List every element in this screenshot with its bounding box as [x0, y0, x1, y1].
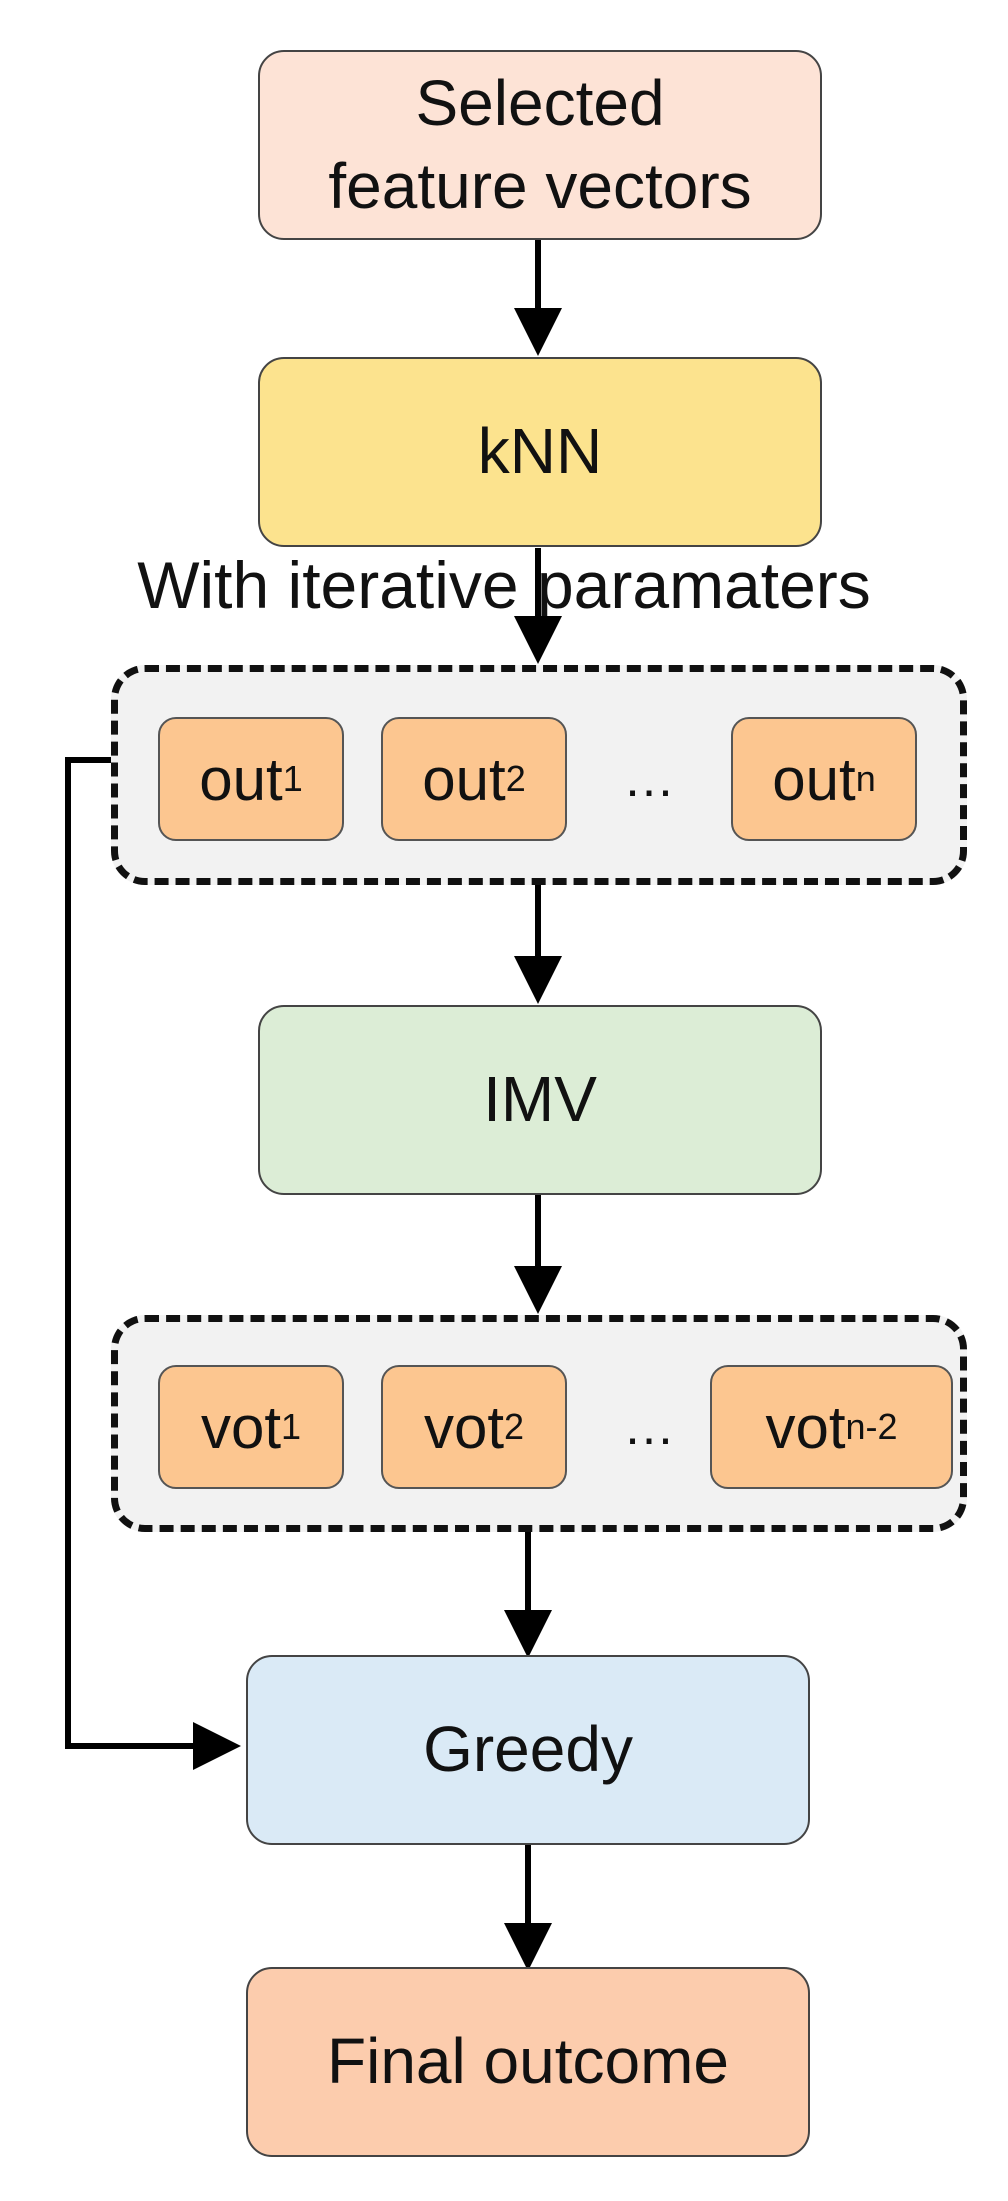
imv-label: IMV — [483, 1063, 597, 1136]
outputs-ellipsis: … — [623, 750, 676, 808]
knn-node: kNN — [258, 357, 822, 547]
votes-ellipsis: … — [623, 1398, 676, 1456]
vote-chip-n-2-base: vot — [765, 1393, 846, 1461]
imv-node: IMV — [258, 1005, 822, 1195]
output-chip-2-base: out — [422, 745, 506, 813]
selected-feature-vectors-label: Selected feature vectors — [328, 62, 751, 228]
output-chip-1-base: out — [199, 745, 283, 813]
final-outcome-node: Final outcome — [246, 1967, 810, 2157]
greedy-node: Greedy — [246, 1655, 810, 1845]
knn-label: kNN — [477, 415, 603, 488]
arrow-outputs-to-greedy-bypass — [65, 757, 241, 1770]
vote-chip-2-base: vot — [423, 1393, 504, 1461]
selected-label-line-2: feature vectors — [328, 150, 752, 222]
selected-label-line-1: Selected — [415, 66, 665, 139]
vote-chip-1-base: vot — [200, 1393, 281, 1461]
output-chip-n-base: out — [772, 745, 856, 813]
selected-feature-vectors-node: Selected feature vectors — [258, 50, 822, 240]
iterative-parameters-label: With iterative paramaters — [137, 548, 871, 622]
greedy-label: Greedy — [423, 1713, 633, 1786]
final-outcome-label: Final outcome — [327, 2025, 729, 2098]
